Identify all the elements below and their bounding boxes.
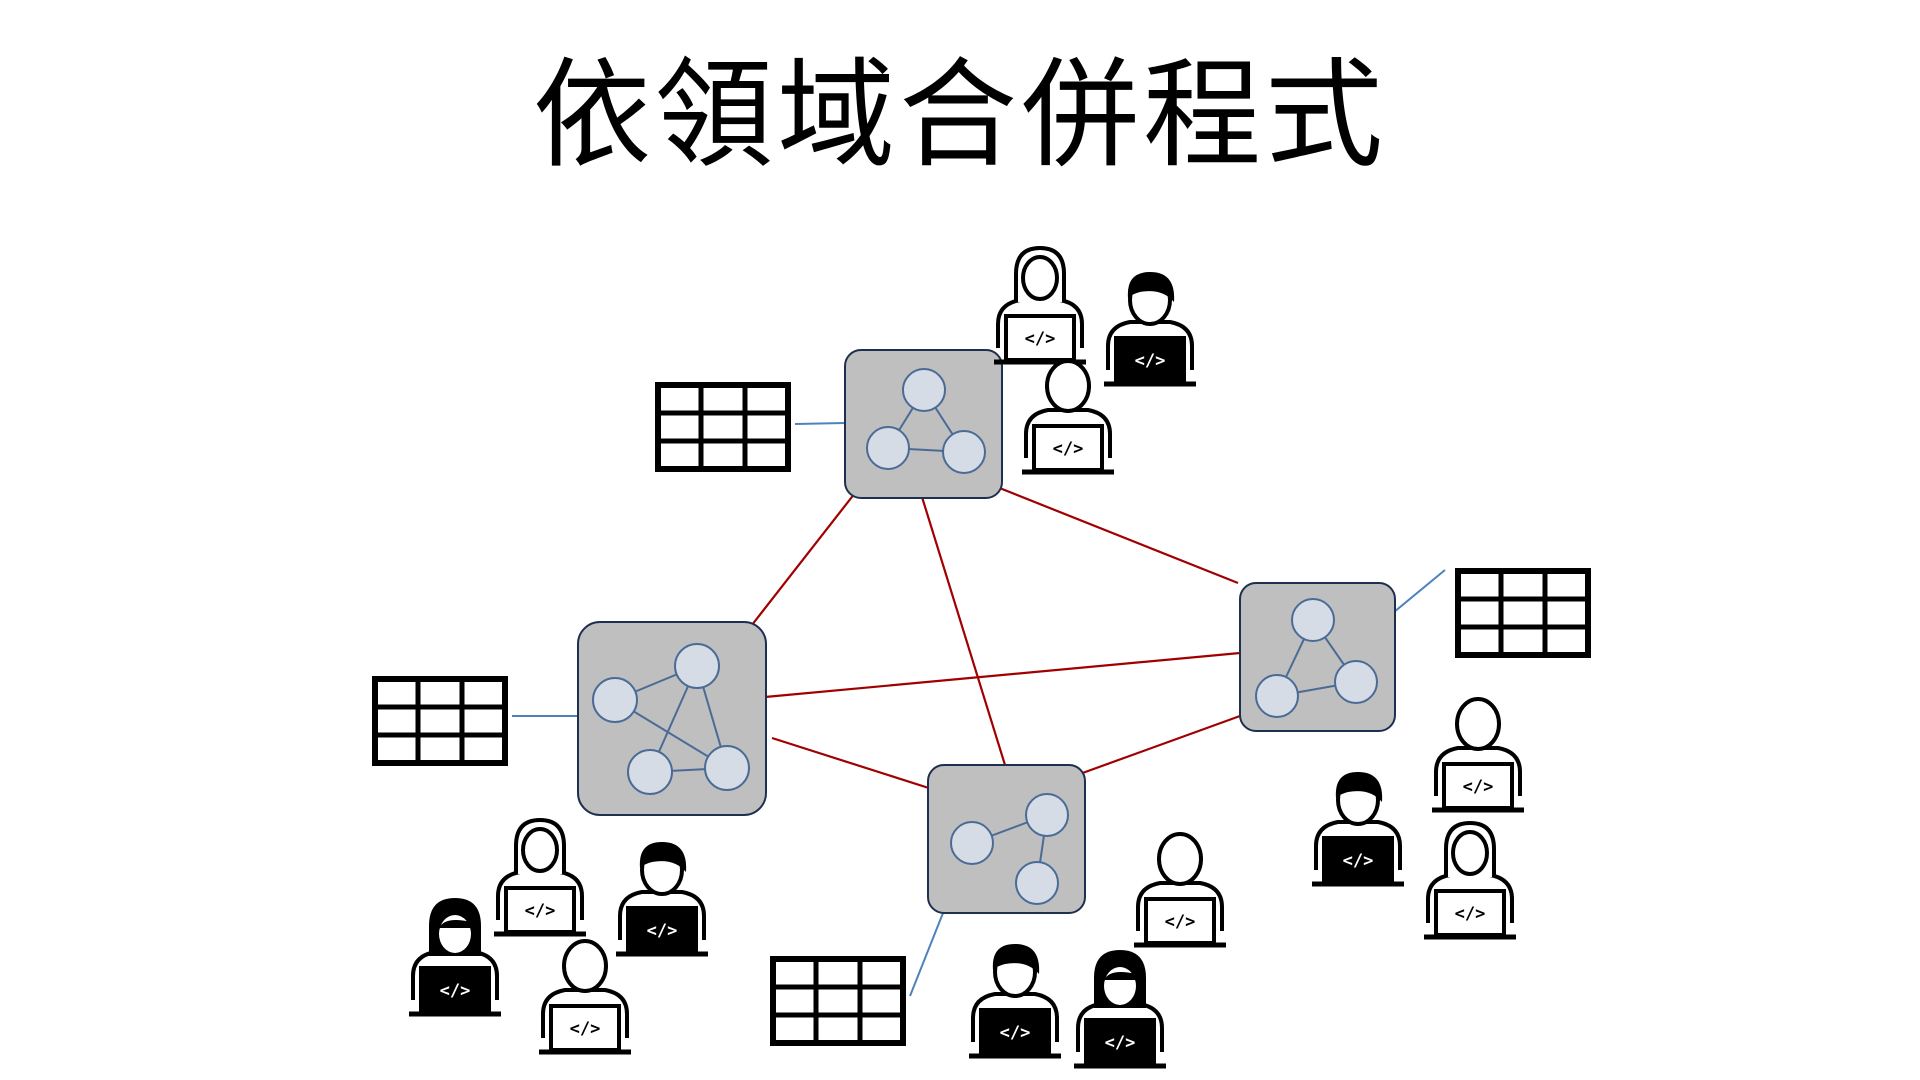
graph-node	[1255, 674, 1299, 718]
table-icon-left	[375, 679, 505, 763]
developer-icon	[1134, 834, 1226, 945]
graph-node	[1291, 598, 1335, 642]
developer-icon	[616, 842, 708, 954]
domain-box-left	[577, 621, 767, 816]
domain-box-top	[844, 349, 1003, 499]
domain-box-bottom	[927, 764, 1086, 914]
developer-icon	[494, 820, 586, 934]
table-link-right	[1393, 569, 1446, 613]
inter-domain-links	[747, 483, 1241, 792]
developer-icon	[1074, 950, 1166, 1066]
domain-box-right	[1239, 582, 1396, 732]
link-left-right	[764, 651, 1241, 699]
developer-icon	[1022, 361, 1114, 472]
table-icon-right	[1458, 571, 1588, 655]
graph-node	[592, 677, 638, 723]
graph-node	[1334, 660, 1378, 704]
graph-node	[704, 745, 750, 791]
table-link-top	[794, 422, 846, 425]
graph-node	[902, 368, 946, 412]
link-top-left	[747, 492, 856, 631]
graph-node	[1025, 793, 1069, 837]
developer-icon	[994, 248, 1086, 362]
graph-node	[1015, 861, 1059, 905]
graph-node	[627, 749, 673, 795]
developer-icon	[539, 941, 631, 1052]
graph-node	[950, 821, 994, 865]
developer-icon	[1424, 823, 1516, 937]
page-title: 依領域合併程式	[532, 46, 1387, 184]
link-top-right	[991, 483, 1239, 585]
table-links	[512, 422, 1446, 997]
table-icon-bottom	[773, 959, 903, 1043]
link-top-bottom	[920, 496, 1007, 766]
developer-icon	[1432, 699, 1524, 810]
table-link-bottom	[909, 907, 946, 997]
graph-node	[866, 426, 910, 470]
link-bottom-right	[1076, 714, 1241, 777]
developer-icon	[409, 898, 501, 1014]
link-left-bottom	[771, 736, 936, 792]
developer-icon	[1104, 272, 1196, 384]
graph-node	[674, 643, 720, 689]
graph-node	[942, 430, 986, 474]
table-icon-top	[658, 385, 788, 469]
developer-icon	[1312, 772, 1404, 884]
developer-icon	[969, 944, 1061, 1056]
